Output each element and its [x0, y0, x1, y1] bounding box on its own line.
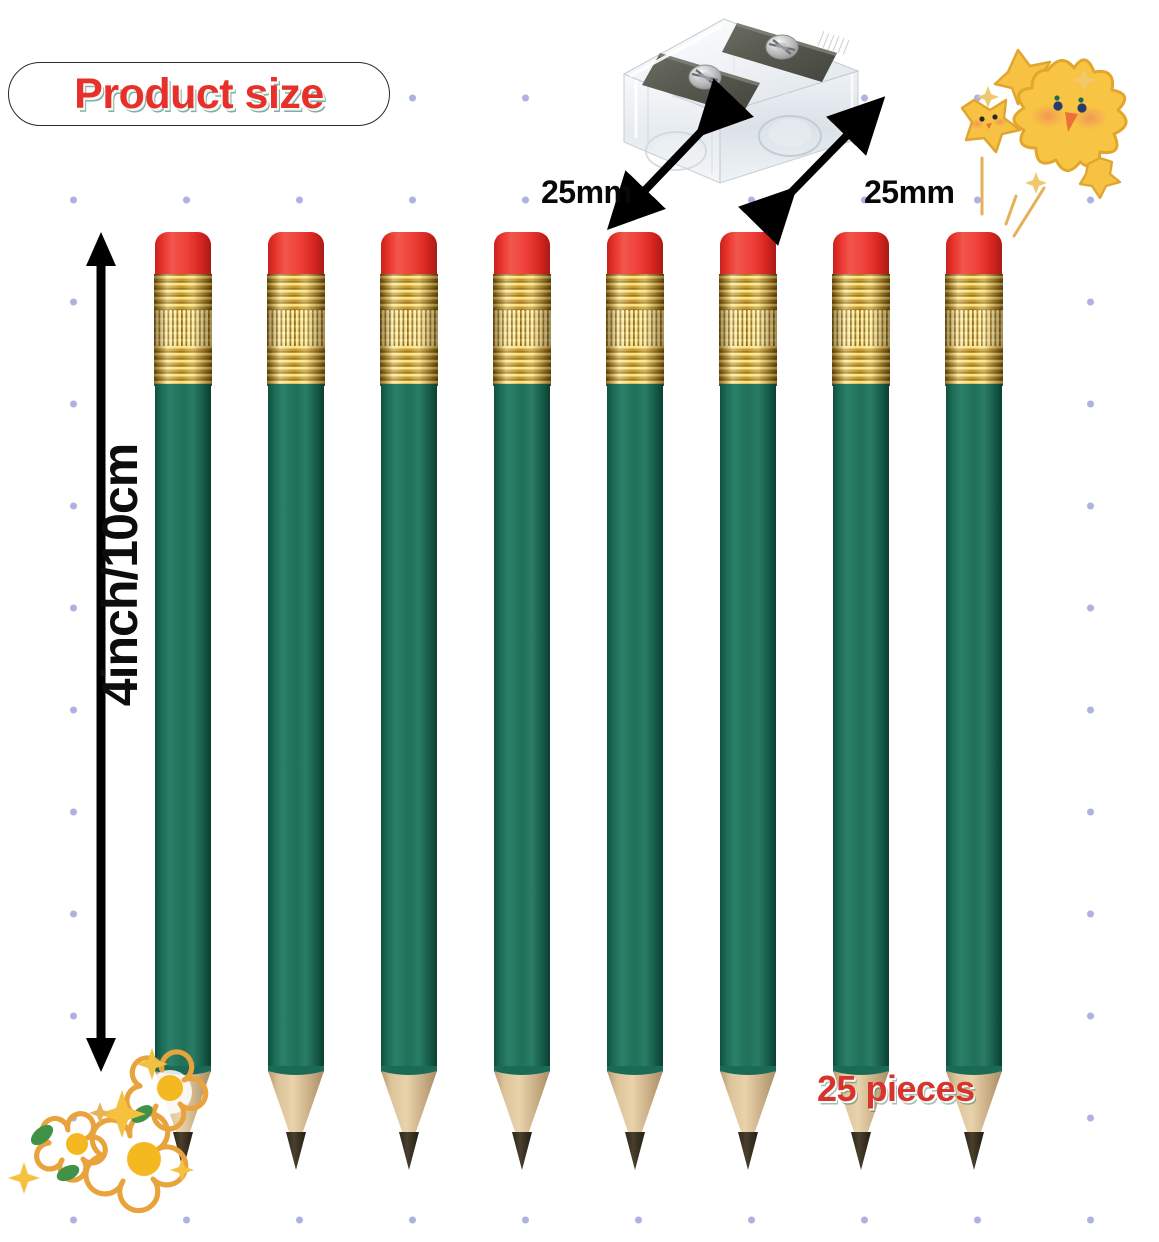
pencil-5 — [606, 232, 664, 1174]
pencil-8-reflection — [946, 1174, 1002, 1242]
pencil-ferrule — [606, 274, 664, 386]
pencil-barrel — [946, 384, 1002, 1066]
pencil-tip — [506, 1178, 538, 1242]
pencil-barrel — [155, 384, 211, 1066]
pencil-6-reflection — [720, 1174, 776, 1242]
pencil-barrel — [833, 384, 889, 1066]
pencil-eraser — [720, 232, 776, 278]
pencil-barrel — [494, 384, 550, 1066]
pencil-tip — [607, 1066, 663, 1170]
pencil-ferrule — [719, 274, 777, 386]
pencil-tip — [732, 1178, 764, 1242]
pencil-eraser — [607, 232, 663, 278]
pencil-ferrule — [154, 274, 212, 386]
pencil-eraser — [946, 232, 1002, 278]
pencil-eraser — [268, 232, 324, 278]
pencil-ferrule — [493, 274, 551, 386]
pencil-length-arrow — [86, 232, 116, 1072]
pencil-1-reflection — [155, 1174, 211, 1242]
pencil-3 — [380, 232, 438, 1174]
pencil-tip — [280, 1178, 312, 1242]
pencil-tip — [381, 1066, 437, 1170]
pencil-tip — [720, 1066, 776, 1170]
pencil-1 — [154, 232, 212, 1174]
pencil-barrel — [268, 384, 324, 1066]
pencil-length-label: 4inch/10cm — [92, 443, 148, 707]
pencil-ferrule — [267, 274, 325, 386]
pencil-eraser — [155, 232, 211, 278]
pencil-6 — [719, 232, 777, 1174]
pencil-barrel — [381, 384, 437, 1066]
pencil-barrel — [607, 384, 663, 1066]
pencil-7-reflection — [833, 1174, 889, 1242]
pencil-tip — [167, 1178, 199, 1242]
pencil-tip — [845, 1178, 877, 1242]
pencil-3-reflection — [381, 1174, 437, 1242]
pencil-ferrule — [832, 274, 890, 386]
pencil-4-reflection — [494, 1174, 550, 1242]
product-size-badge: Product size — [8, 62, 390, 126]
pencil-tip — [494, 1066, 550, 1170]
pencil-ferrule — [945, 274, 1003, 386]
pencil-2 — [267, 232, 325, 1174]
pencil-tip — [155, 1066, 211, 1170]
pencil-tip — [268, 1066, 324, 1170]
sharpener-dimension-right: 25mm — [864, 174, 955, 210]
pencil-5-reflection — [607, 1174, 663, 1242]
pencil-eraser — [833, 232, 889, 278]
pencil-sharpener-image — [622, 18, 860, 184]
pencil-tip — [833, 1066, 889, 1170]
pencil-ferrule — [380, 274, 438, 386]
pencil-eraser — [494, 232, 550, 278]
pencil-2-reflection — [268, 1174, 324, 1242]
pencil-tip — [946, 1066, 1002, 1170]
pencil-7 — [832, 232, 890, 1174]
pencil-tip — [958, 1178, 990, 1242]
pencil-tip — [619, 1178, 651, 1242]
sharpener-dimension-left: 25mm — [541, 174, 632, 210]
pencil-4 — [493, 232, 551, 1174]
quantity-label: 25 pieces — [817, 1068, 975, 1109]
pencil-8 — [945, 232, 1003, 1174]
pencil-eraser — [381, 232, 437, 278]
pencil-tip — [393, 1178, 425, 1242]
pencil-barrel — [720, 384, 776, 1066]
product-size-label: Product size — [74, 69, 324, 118]
